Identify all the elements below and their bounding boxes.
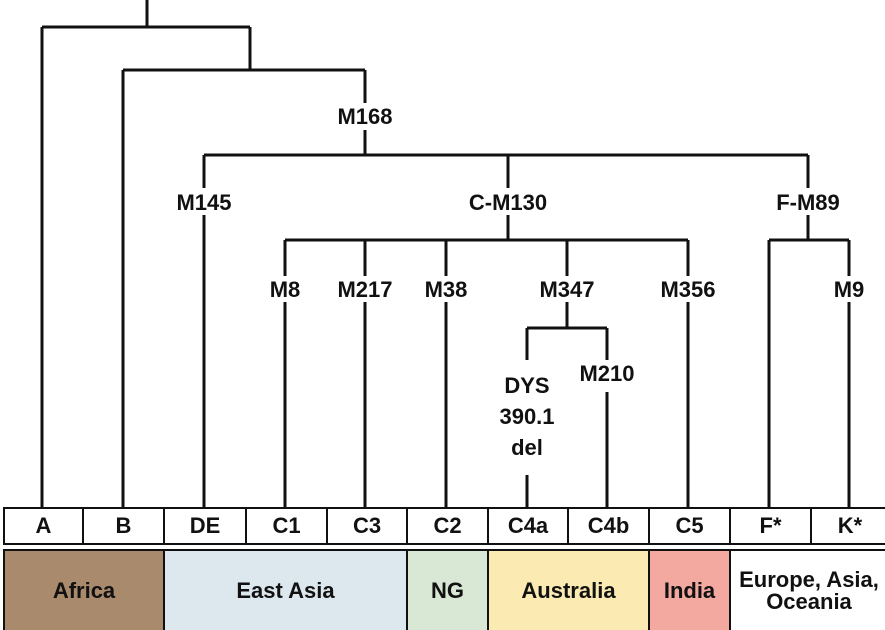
marker-dys-line3: del: [511, 435, 543, 460]
marker-dys-line2: 390.1: [499, 404, 554, 429]
marker-dys-line1: DYS: [504, 373, 549, 398]
haplogroup-f-star: F*: [729, 507, 812, 545]
region-australia: Australia: [487, 549, 650, 630]
region-africa: Africa: [3, 549, 165, 630]
haplogroup-de: DE: [163, 507, 247, 545]
region-east-asia: East Asia: [163, 549, 408, 630]
m168-branch: [202, 153, 810, 507]
marker-m38: M38: [425, 277, 468, 302]
haplogroup-c4b: C4b: [567, 507, 650, 545]
haplogroup-b: B: [82, 507, 165, 545]
haplogroup-c2: C2: [406, 507, 489, 545]
marker-m210: M210: [579, 361, 634, 386]
m347-branch: [525, 326, 609, 507]
marker-m168: M168: [337, 104, 392, 129]
haplogroup-a: A: [3, 507, 84, 545]
tree-branches: [40, 0, 851, 507]
haplogroup-c4a: C4a: [487, 507, 569, 545]
c-m130-branch: [283, 238, 690, 507]
marker-m217: M217: [337, 277, 392, 302]
marker-m145: M145: [176, 190, 231, 215]
root-branch: [40, 0, 252, 507]
haplogroup-c5: C5: [648, 507, 731, 545]
b-branch: [121, 68, 367, 507]
region-new-guinea: NG: [406, 549, 489, 630]
marker-m8: M8: [270, 277, 301, 302]
region-india: India: [648, 549, 731, 630]
f-m89-branch: [767, 238, 851, 507]
haplogroup-c1: C1: [245, 507, 328, 545]
marker-c-m130: C-M130: [469, 190, 547, 215]
marker-m9: M9: [834, 277, 865, 302]
marker-f-m89: F-M89: [776, 190, 840, 215]
marker-m356: M356: [660, 277, 715, 302]
haplogroup-c3: C3: [326, 507, 408, 545]
marker-m347: M347: [539, 277, 594, 302]
haplogroup-k-star: K*: [810, 507, 885, 545]
region-europe-asia-oceania: Europe, Asia, Oceania: [729, 549, 885, 630]
